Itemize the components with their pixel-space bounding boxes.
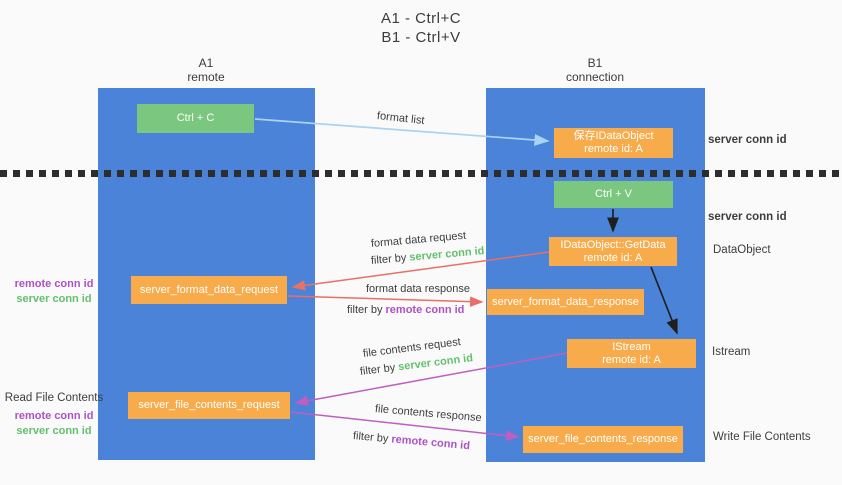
left-labels-format: remote conn id server conn id [2,277,106,307]
node-format-response-label: server_format_data_response [492,295,639,308]
node-ctrl-v: Ctrl + V [554,181,673,208]
filter-prefix: filter by [347,304,383,316]
node-save-idataobject-line2: remote id: A [584,143,643,155]
label-write-file-contents: Write File Contents [713,431,811,443]
column-header-a1: A1 remote [146,56,266,84]
title-line-2: B1 - Ctrl+V [381,29,461,46]
column-a1-name: A1 [198,56,214,70]
label-remote-conn-id-left-bottom: remote conn id [14,410,94,422]
label-remote-conn-id-left-top: remote conn id [14,278,94,290]
node-getdata-line1: IDataObject::GetData [560,238,666,251]
column-header-b1: B1 connection [535,56,655,84]
node-istream-line1: IStream [612,340,651,353]
left-labels-file: Read File Contents remote conn id server… [2,391,106,439]
node-save-idataobject: 保存IDataObject remote id: A [554,128,673,158]
format-list-arrow [254,118,550,146]
file-contents-request-arrow [294,352,568,406]
label-server-conn-id-right-mid: server conn id [708,211,787,223]
node-server-format-data-request: server_format_data_request [131,276,287,304]
label-istream: Istream [712,346,751,358]
node-ctrl-c: Ctrl + C [137,104,254,133]
node-getdata-line2: remote id: A [583,251,643,264]
node-istream: IStream remote id: A [567,339,696,368]
node-server-file-contents-request: server_file_contents_request [128,392,290,419]
node-istream-line2: remote id: A [602,353,661,366]
format-data-response-arrow [287,295,484,307]
remote-conn-id-text: remote conn id [385,304,465,316]
getdata-to-istream-arrow [650,266,678,335]
label-server-conn-id-left-top: server conn id [16,293,92,305]
column-a1-subtitle: remote [187,70,225,84]
node-idataobject-getdata: IDataObject::GetData remote id: A [549,237,677,266]
column-b1-name: B1 [587,56,603,70]
node-ctrl-c-label: Ctrl + C [176,112,215,124]
node-format-request-label: server_format_data_request [139,283,279,296]
diagram-title: A1 - Ctrl+C B1 - Ctrl+V [0,9,842,47]
node-file-response-label: server_file_contents_response [528,433,678,445]
title-line-1: A1 - Ctrl+C [380,10,462,27]
node-save-idataobject-line1: 保存IDataObject [573,130,654,142]
column-b1-subtitle: connection [565,70,625,84]
label-filter-by-remote-conn-id-1: filter by remote conn id [347,304,464,316]
node-server-format-data-response: server_format_data_response [487,289,644,315]
file-contents-response-arrow [290,411,520,441]
label-dataobject: DataObject [713,244,771,256]
section-divider-dashed-line [0,170,842,177]
node-server-file-contents-response: server_file_contents_response [523,426,683,453]
node-ctrl-v-label: Ctrl + V [595,188,632,200]
label-server-conn-id-right-top: server conn id [708,134,787,146]
format-data-request-arrow [291,251,550,291]
node-file-request-label: server_file_contents_request [138,399,280,411]
label-format-data-response: format data response [366,283,470,295]
label-read-file-contents: Read File Contents [4,392,104,404]
label-server-conn-id-left-bottom: server conn id [16,425,92,437]
